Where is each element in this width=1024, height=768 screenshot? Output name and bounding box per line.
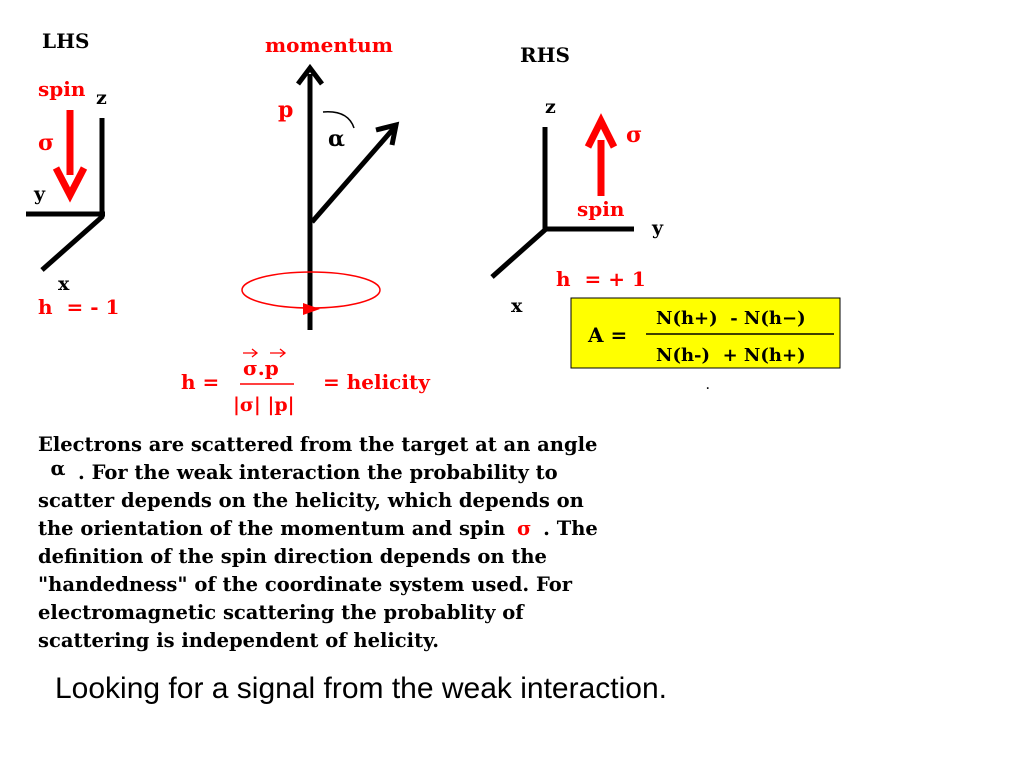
paragraph-line: "handedness" of the coordinate system us… bbox=[38, 573, 573, 596]
helicity-diagram: LHS spin z σ y x h = - 1 momentum p α bbox=[26, 29, 841, 416]
rhs-title: RHS bbox=[520, 43, 570, 67]
lhs-title: LHS bbox=[42, 29, 89, 53]
paragraph-line: Electrons are scattered from the target … bbox=[38, 433, 598, 456]
rhs-x-axis bbox=[490, 227, 548, 279]
rhs-spin-arrow bbox=[584, 113, 618, 196]
alpha-symbol: α bbox=[50, 457, 66, 480]
asymmetry-numerator: N(h+) - N(h−) bbox=[656, 308, 806, 329]
paragraph-line: the orientation of the momentum and spin… bbox=[38, 515, 698, 543]
momentum-diagram: momentum p α bbox=[241, 33, 400, 330]
explanation-paragraph: Electrons are scattered from the target … bbox=[38, 431, 698, 655]
helicity-rhs: = helicity bbox=[323, 370, 431, 394]
rhs-sigma-label: σ bbox=[626, 122, 642, 148]
alpha-label: α bbox=[328, 126, 345, 152]
rhs-axis-y-label: y bbox=[651, 217, 664, 239]
p-vector-arrow-icon bbox=[270, 348, 287, 358]
helicity-numerator: σ.p bbox=[243, 356, 279, 380]
lhs-sigma-label: σ bbox=[38, 130, 54, 156]
paragraph-line: definition of the spin direction depends… bbox=[38, 545, 547, 568]
paragraph-line-text: the orientation of the momentum and spin bbox=[38, 517, 506, 540]
paragraph-line: electromagnetic scattering the probablit… bbox=[38, 601, 524, 624]
helicity-denominator: |σ| |p| bbox=[233, 394, 295, 416]
sigma-vector-arrow-icon bbox=[243, 348, 259, 358]
paragraph-line: scattering is independent of helicity. bbox=[38, 629, 439, 652]
momentum-label: momentum bbox=[265, 33, 393, 57]
helicity-lhs: h = bbox=[181, 370, 219, 394]
lhs-axis-y-label: y bbox=[33, 183, 46, 205]
rotation-direction-icon bbox=[303, 303, 320, 315]
slide-caption: Looking for a signal from the weak inter… bbox=[55, 672, 667, 705]
p-label: p bbox=[278, 97, 293, 123]
paragraph-line: scatter depends on the helicity, which d… bbox=[38, 489, 584, 512]
lhs-spin-arrow bbox=[52, 110, 88, 203]
paragraph-line: α . For the weak interaction the probabil… bbox=[38, 457, 698, 487]
rhs-axis-x-label: x bbox=[511, 295, 523, 317]
lhs-helicity-label: h = - 1 bbox=[38, 295, 119, 319]
rhs-frame: RHS z σ spin y h = + 1 x bbox=[490, 43, 664, 317]
asymmetry-formula: A = N(h+) - N(h−) N(h-) + N(h+) . bbox=[570, 297, 841, 392]
lhs-x-axis bbox=[40, 214, 105, 272]
lhs-axis-x-label: x bbox=[58, 273, 70, 295]
corner-dot: . bbox=[706, 381, 709, 392]
rhs-axis-z-label: z bbox=[545, 96, 556, 118]
momentum-arrow bbox=[296, 63, 324, 330]
rhs-spin-label: spin bbox=[577, 197, 625, 221]
sigma-symbol: σ bbox=[516, 517, 532, 540]
paragraph-line-text: . For the weak interaction the probabili… bbox=[78, 461, 558, 484]
asymmetry-lhs: A = bbox=[587, 323, 627, 347]
helicity-formula: h = σ.p |σ| |p| = helicity bbox=[181, 348, 431, 416]
lhs-spin-label: spin bbox=[38, 77, 86, 101]
paragraph-line-text: . The bbox=[543, 517, 598, 540]
rhs-helicity-label: h = + 1 bbox=[556, 267, 646, 291]
scattered-electron-arrow bbox=[310, 121, 400, 224]
lhs-frame: LHS spin z σ y x h = - 1 bbox=[26, 29, 119, 319]
asymmetry-box bbox=[570, 297, 841, 369]
alpha-angle-arc bbox=[322, 111, 355, 129]
asymmetry-denominator: N(h-) + N(h+) bbox=[656, 345, 806, 366]
lhs-axis-z-label: z bbox=[96, 87, 107, 109]
